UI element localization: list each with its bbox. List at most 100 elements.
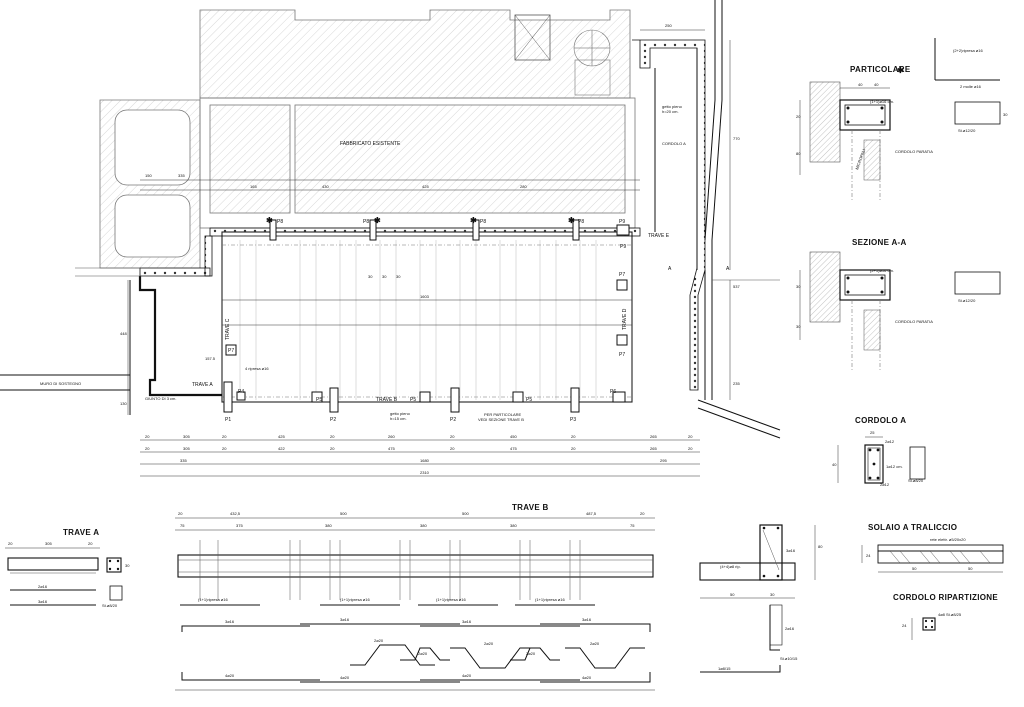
svg-text:2ø20: 2ø20 [526, 651, 536, 656]
pillar-label-p8b: P8 [363, 219, 369, 225]
cast-note-2b: h=20 cm. [662, 109, 679, 114]
sezione-aa-bars: (2+1)ø16 cm. [870, 268, 894, 273]
detail-note-2: VEDI SEZIONE TRAVE B [478, 417, 524, 422]
pillar-label-p3: P3 [570, 417, 576, 423]
svg-text:30: 30 [125, 563, 130, 568]
cast-note-2: getto pieno [662, 104, 683, 109]
particolare-star: ✱ [897, 66, 904, 75]
svg-text:295: 295 [660, 458, 667, 463]
svg-text:475: 475 [388, 446, 395, 451]
retaining-wall-label: MURO DI SOSTEGNO [40, 381, 81, 386]
svg-text:150: 150 [145, 173, 152, 178]
svg-text:24: 24 [902, 623, 907, 628]
svg-text:422: 422 [278, 446, 285, 451]
site-boundary [697, 0, 781, 439]
svg-text:305: 305 [45, 541, 52, 546]
particolare-stirrup-b: St.ø12/20 [958, 128, 976, 133]
particolare-stirrup: 2 molle ø16 [960, 84, 982, 89]
pillar-label-p7b: P7 [619, 352, 625, 358]
trave-e-beam [139, 227, 641, 277]
svg-text:260: 260 [388, 434, 395, 439]
cordolo-a-plan-label: CORDOLO A [662, 141, 686, 146]
svg-text:25: 25 [870, 430, 875, 435]
star-mark-2: ✱ [374, 216, 381, 225]
trave-a-detail: TRAVE A 20 305 20 30 2ø16 3ø16 St.ø8/20 [5, 528, 130, 608]
svg-text:770: 770 [733, 136, 740, 141]
svg-text:30: 30 [368, 274, 373, 279]
svg-text:2ø20: 2ø20 [418, 651, 428, 656]
pillar-label-p9: P9 [620, 244, 626, 250]
cordolo-a-title: CORDOLO A [855, 416, 906, 425]
existing-building-label: FABBRICATO ESISTENTE [340, 141, 401, 147]
svg-text:2ø20: 2ø20 [484, 641, 494, 646]
svg-text:50: 50 [912, 566, 917, 571]
retaining-wall: MURO DI SOSTEGNO [0, 280, 131, 415]
svg-text:80: 80 [818, 544, 823, 549]
svg-text:265: 265 [650, 434, 657, 439]
svg-text:500: 500 [340, 511, 347, 516]
rebar-note: 4 ripresa ø16 [245, 366, 269, 371]
svg-text:30: 30 [396, 274, 401, 279]
pillar-label-p1: P1 [225, 417, 231, 423]
foundation-plan: FABBRICATO ESISTENTE MURO DI SOSTEGNO [0, 0, 781, 477]
svg-text:265: 265 [650, 446, 657, 451]
svg-text:50: 50 [968, 566, 973, 571]
svg-text:20: 20 [640, 511, 645, 516]
particolare-detail: PARTICOLARE ✱ (1+1)ø16 cm. CORDOLO PARAT… [796, 38, 1008, 200]
svg-text:20: 20 [8, 541, 13, 546]
trave-b-ripresa-1: (1+1)ripresa ø16 [198, 597, 228, 602]
label-trave-b: TRAVE B [376, 397, 398, 403]
svg-text:2ø20: 2ø20 [590, 641, 600, 646]
trave-b-ripresa-2: (1+1)ripresa ø16 [340, 597, 370, 602]
svg-text:20: 20 [688, 446, 693, 451]
svg-text:432,5: 432,5 [230, 511, 241, 516]
svg-text:30: 30 [770, 592, 775, 597]
sezione-aa-title: SEZIONE A-A [852, 238, 907, 247]
svg-text:280: 280 [520, 184, 527, 189]
svg-text:335: 335 [178, 173, 185, 178]
cast-note-1b: h=15 cm. [390, 416, 407, 421]
particolare-bars-mid: (1+1)ø16 cm. [870, 99, 894, 104]
svg-text:305: 305 [183, 434, 190, 439]
svg-text:80: 80 [796, 151, 801, 156]
svg-text:75: 75 [630, 523, 635, 528]
pillar-label-p5: P5 [316, 397, 322, 403]
svg-text:75: 75 [180, 523, 185, 528]
trave-b-detail: TRAVE B 20 432,5 500 500 487,5 20 75 375… [175, 503, 823, 691]
pillar-label-p6: P6 [610, 389, 616, 395]
svg-text:537: 537 [733, 284, 740, 289]
pillar-label-p8c: P8 [480, 219, 486, 225]
pillar-label-p8: P8 [277, 219, 283, 225]
label-trave-d: TRAVE D [622, 308, 628, 330]
trave-a-bar-top: 2ø16 [38, 584, 48, 589]
svg-text:20: 20 [178, 511, 183, 516]
beam-labels: TRAVE A TRAVE B TRAVE C TRAVE D TRAVE E … [145, 233, 730, 422]
trave-b-ripresa-3: (1+1)ripresa ø16 [436, 597, 466, 602]
cordolo-a-bars-mid: 1ø12 cm. [886, 464, 903, 469]
detail-note-1: PER PARTICOLARE [484, 412, 522, 417]
svg-text:380: 380 [325, 523, 332, 528]
svg-text:30: 30 [796, 284, 801, 289]
solaio-title: SOLAIO A TRALICCIO [868, 523, 957, 532]
svg-text:475: 475 [510, 446, 517, 451]
svg-text:375: 375 [236, 523, 243, 528]
cordolo-rip-detail: CORDOLO RIPARTIZIONE 4ø8 St.ø8/25 24 [893, 593, 998, 640]
particolare-cordolo: CORDOLO PARATIA [895, 149, 933, 154]
svg-text:235: 235 [733, 381, 740, 386]
svg-text:20: 20 [688, 434, 693, 439]
svg-text:430: 430 [322, 184, 329, 189]
cordolo-rip-title: CORDOLO RIPARTIZIONE [893, 593, 998, 602]
sezione-aa-stirrup: St.ø12/20 [958, 298, 976, 303]
svg-text:20: 20 [222, 446, 227, 451]
trave-b-section-stirrup: 3ø16 [786, 548, 796, 553]
cordolo-a-stirrup: St.ø8/20 [908, 478, 924, 483]
svg-text:448: 448 [120, 331, 127, 336]
svg-text:1603: 1603 [420, 294, 430, 299]
label-trave-c: TRAVE C [225, 318, 231, 340]
svg-text:20: 20 [450, 434, 455, 439]
trave-b-bar-bot-3: 4ø20 [462, 673, 472, 678]
svg-text:335: 335 [180, 458, 187, 463]
new-slab [221, 231, 633, 403]
stepped-boundary [75, 267, 222, 397]
